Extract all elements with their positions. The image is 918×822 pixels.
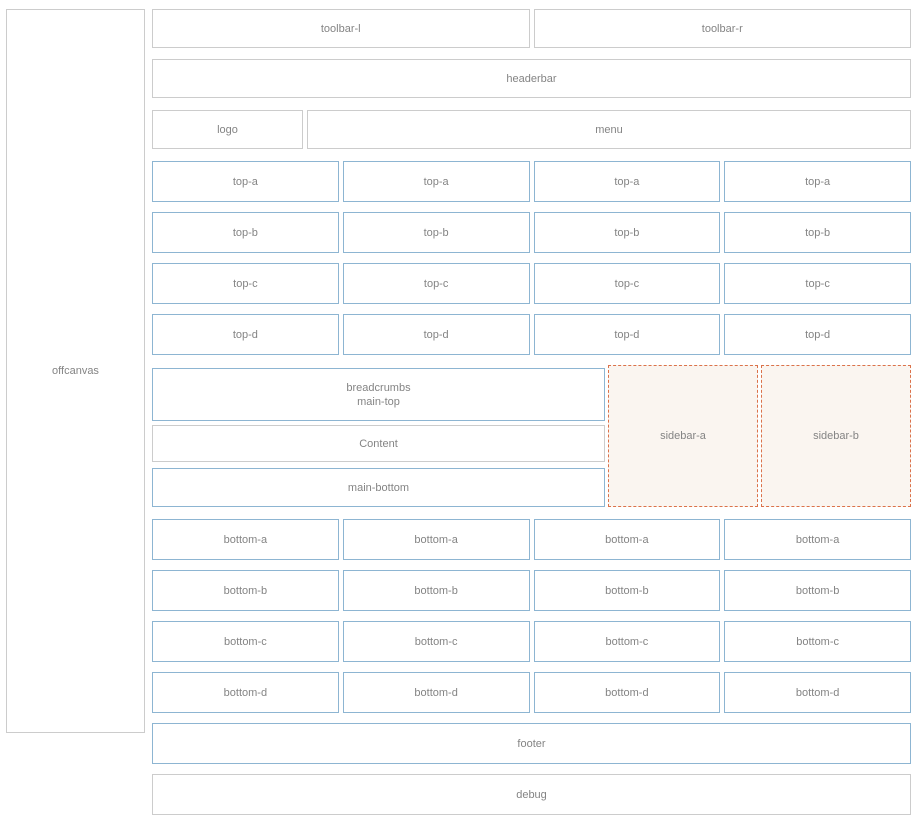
position-bottom-c-3: bottom-c [533, 621, 721, 662]
position-main-bottom: main-bottom [152, 468, 605, 507]
position-breadcrumbs-label: breadcrumbs [346, 381, 411, 394]
top-b-row: top-b top-b top-b top-b [152, 212, 911, 253]
position-bottom-c-2: bottom-c [342, 621, 530, 662]
position-sidebar-a: sidebar-a [608, 365, 758, 507]
position-bottom-a-3: bottom-a [533, 519, 721, 560]
position-top-c-1: top-c [152, 263, 339, 304]
position-menu: menu [307, 110, 911, 149]
position-footer: footer [152, 723, 911, 764]
position-top-a-4: top-a [724, 161, 911, 202]
position-top-c-3: top-c [533, 263, 721, 304]
position-toolbar-r: toolbar-r [533, 9, 911, 48]
position-bottom-b-4: bottom-b [724, 570, 911, 611]
position-bottom-d-1: bottom-d [152, 672, 339, 713]
position-bottom-c-4: bottom-c [724, 621, 911, 662]
top-d-row: top-d top-d top-d top-d [152, 314, 911, 355]
position-logo: logo [152, 110, 303, 149]
top-a-row: top-a top-a top-a top-a [152, 161, 911, 202]
top-c-row: top-c top-c top-c top-c [152, 263, 911, 304]
position-bottom-b-2: bottom-b [342, 570, 530, 611]
position-top-b-4: top-b [724, 212, 911, 253]
position-bottom-b-3: bottom-b [533, 570, 721, 611]
position-toolbar-l: toolbar-l [152, 9, 530, 48]
position-top-d-4: top-d [724, 314, 911, 355]
position-top-a-1: top-a [152, 161, 339, 202]
position-bottom-d-3: bottom-d [533, 672, 721, 713]
position-bottom-d-2: bottom-d [342, 672, 530, 713]
position-top-c-4: top-c [724, 263, 911, 304]
position-top-b-2: top-b [342, 212, 530, 253]
bottom-a-row: bottom-a bottom-a bottom-a bottom-a [152, 519, 911, 560]
position-offcanvas-label: offcanvas [52, 365, 99, 377]
position-bottom-a-1: bottom-a [152, 519, 339, 560]
toolbar-row: toolbar-l toolbar-r [152, 9, 911, 48]
position-sidebar-b: sidebar-b [761, 365, 911, 507]
position-headerbar: headerbar [152, 59, 911, 98]
branding-row: logo menu [152, 110, 911, 149]
position-content: Content [152, 425, 605, 462]
bottom-d-row: bottom-d bottom-d bottom-d bottom-d [152, 672, 911, 713]
main-column: toolbar-l toolbar-r headerbar logo menu … [152, 9, 911, 815]
position-top-b-1: top-b [152, 212, 339, 253]
position-bottom-b-1: bottom-b [152, 570, 339, 611]
main-content-region: breadcrumbs main-top Content main-bottom… [152, 365, 911, 507]
position-top-c-2: top-c [342, 263, 530, 304]
position-top-a-3: top-a [533, 161, 721, 202]
position-offcanvas: offcanvas [6, 9, 145, 733]
position-top-d-1: top-d [152, 314, 339, 355]
position-bottom-a-2: bottom-a [342, 519, 530, 560]
position-breadcrumbs-main-top: breadcrumbs main-top [152, 368, 605, 421]
position-top-b-3: top-b [533, 212, 721, 253]
position-main-top-label: main-top [357, 395, 400, 408]
position-bottom-a-4: bottom-a [724, 519, 911, 560]
bottom-b-row: bottom-b bottom-b bottom-b bottom-b [152, 570, 911, 611]
bottom-c-row: bottom-c bottom-c bottom-c bottom-c [152, 621, 911, 662]
position-bottom-c-1: bottom-c [152, 621, 339, 662]
position-top-d-2: top-d [342, 314, 530, 355]
position-bottom-d-4: bottom-d [724, 672, 911, 713]
main-content-column: breadcrumbs main-top Content main-bottom [152, 365, 605, 507]
position-top-a-2: top-a [342, 161, 530, 202]
position-top-d-3: top-d [533, 314, 721, 355]
position-debug: debug [152, 774, 911, 815]
